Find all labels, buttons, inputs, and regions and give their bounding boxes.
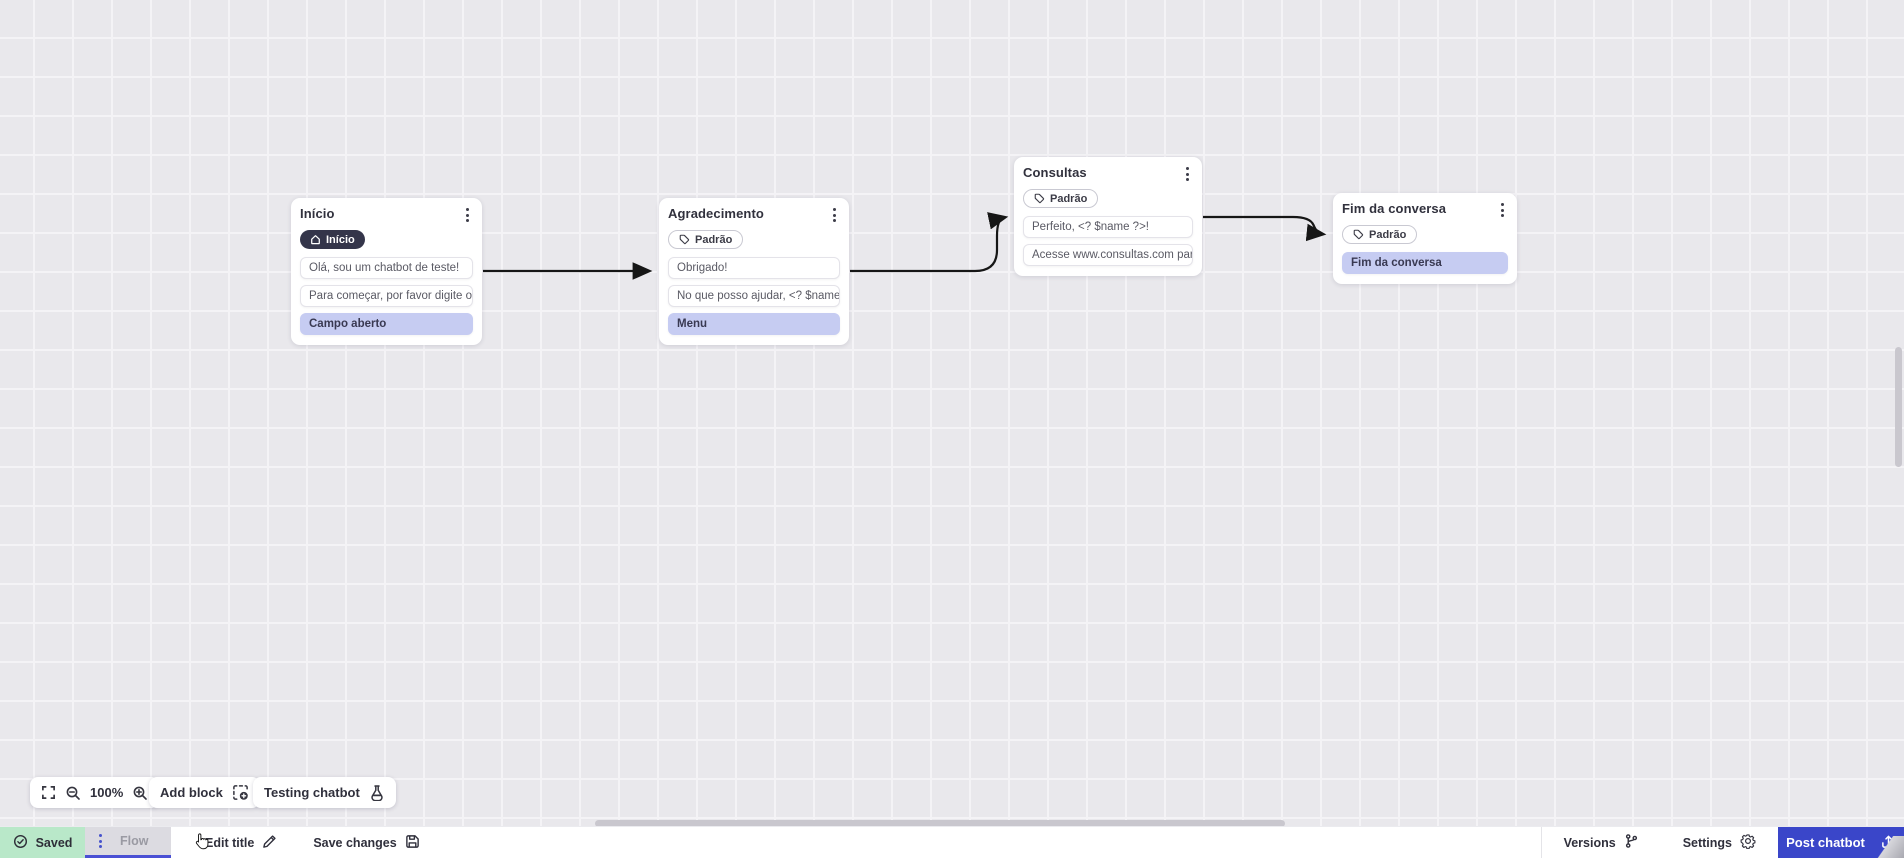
pencil-icon xyxy=(262,834,277,852)
tag-icon xyxy=(1034,193,1045,204)
tag-icon xyxy=(679,234,690,245)
tag-icon xyxy=(1353,229,1364,240)
versions-label: Versions xyxy=(1563,835,1616,850)
bottom-bar-spacer xyxy=(438,827,1541,858)
node-badge-label: Início xyxy=(326,233,355,246)
node-type-badge: Padrão xyxy=(1342,225,1418,244)
bottom-bar: Saved Flow Edit title Save changes xyxy=(0,826,1904,858)
node-row-message[interactable]: Olá, sou um chatbot de teste! xyxy=(300,257,473,279)
node-menu-button[interactable] xyxy=(462,206,473,224)
edit-title-button[interactable]: Edit title xyxy=(187,827,295,858)
node-badge-label: Padrão xyxy=(1050,192,1088,205)
saved-label: Saved xyxy=(35,835,73,850)
zoom-level: 100% xyxy=(90,785,124,800)
add-block-icon xyxy=(232,784,249,801)
node-menu-button[interactable] xyxy=(1497,201,1508,219)
node-menu-button[interactable] xyxy=(1182,165,1193,183)
vertical-scrollbar[interactable] xyxy=(1895,347,1902,467)
node-title: Consultas xyxy=(1023,165,1087,180)
add-block-button[interactable]: Add block xyxy=(149,777,260,808)
save-changes-label: Save changes xyxy=(313,835,397,850)
save-changes-button[interactable]: Save changes xyxy=(295,827,437,858)
node-title: Fim da conversa xyxy=(1342,201,1447,216)
node-row-action[interactable]: Fim da conversa xyxy=(1342,252,1508,274)
zoom-in-icon[interactable] xyxy=(132,785,148,801)
node-row-message[interactable]: Obrigado! xyxy=(668,257,840,279)
zoom-out-icon[interactable] xyxy=(65,785,81,801)
node-row-action[interactable]: Campo aberto xyxy=(300,313,473,335)
git-branch-icon xyxy=(1624,833,1639,852)
versions-button[interactable]: Versions xyxy=(1542,827,1661,858)
horizontal-scrollbar[interactable] xyxy=(595,820,1285,827)
flow-tab-label: Flow xyxy=(120,834,149,848)
check-circle-icon xyxy=(13,834,28,852)
node-title: Agradecimento xyxy=(668,206,764,221)
node-title: Início xyxy=(300,206,335,221)
testing-chatbot-button[interactable]: Testing chatbot xyxy=(253,777,396,808)
testing-chatbot-label: Testing chatbot xyxy=(264,785,360,800)
gear-icon xyxy=(1740,833,1756,852)
settings-label: Settings xyxy=(1682,835,1732,850)
flask-icon xyxy=(369,784,385,801)
node-row-message[interactable]: Perfeito, <? $name ?>! xyxy=(1023,216,1193,238)
home-icon xyxy=(310,234,321,245)
settings-button[interactable]: Settings xyxy=(1661,827,1778,858)
node-badge-label: Padrão xyxy=(695,233,733,246)
node-menu-button[interactable] xyxy=(829,206,840,224)
tab-flow[interactable]: Flow xyxy=(85,827,209,858)
node-row-action[interactable]: Menu xyxy=(668,313,840,335)
node-row-message[interactable]: Para começar, por favor digite o ... xyxy=(300,285,473,307)
saved-status-badge: Saved xyxy=(0,827,85,858)
zoom-toolbar: 100% xyxy=(30,777,160,808)
screen-corner-artifact xyxy=(1868,836,1904,858)
add-block-label: Add block xyxy=(160,785,223,800)
node-badge-label: Padrão xyxy=(1369,228,1407,241)
node-type-badge: Padrão xyxy=(1023,189,1099,208)
node-type-badge: Início xyxy=(300,230,365,249)
post-chatbot-button[interactable]: Post chatbot xyxy=(1778,827,1904,858)
post-chatbot-label: Post chatbot xyxy=(1786,835,1865,850)
save-icon xyxy=(405,834,420,852)
node-row-message[interactable]: Acesse www.consultas.com par... xyxy=(1023,244,1193,266)
edit-title-label: Edit title xyxy=(205,835,255,850)
flow-menu-icon[interactable] xyxy=(95,832,106,850)
fullscreen-icon[interactable] xyxy=(41,785,56,800)
bottom-bar-divider xyxy=(1540,827,1542,858)
node-type-badge: Padrão xyxy=(668,230,744,249)
node-row-message[interactable]: No que posso ajudar, <? $name ... xyxy=(668,285,840,307)
